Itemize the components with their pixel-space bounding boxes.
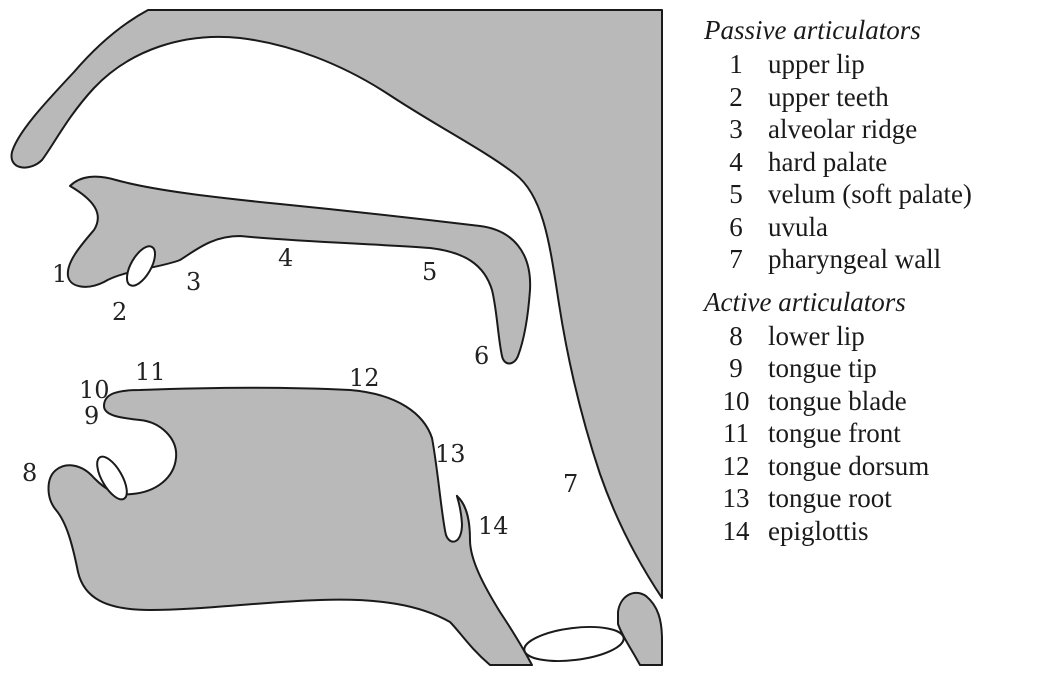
label-10: 10 — [79, 376, 110, 404]
passive-articulators-list: 1 upper lip 2 upper teeth 3 alveolar rid… — [704, 48, 1034, 276]
label-1: 1 — [52, 260, 67, 288]
legend-item-tongue-tip: 9 tongue tip — [704, 352, 1034, 385]
legend-text: velum (soft palate) — [768, 178, 972, 211]
legend-text: alveolar ridge — [768, 113, 917, 146]
label-12: 12 — [349, 364, 380, 392]
legend-text: lower lip — [768, 320, 865, 353]
legend-text: pharyngeal wall — [768, 243, 941, 276]
legend-number: 2 — [704, 81, 768, 114]
legend-item-tongue-root: 13 tongue root — [704, 482, 1034, 515]
legend-item-upper-lip: 1 upper lip — [704, 48, 1034, 81]
legend-text: tongue root — [768, 482, 892, 515]
legend-number: 4 — [704, 146, 768, 179]
active-articulators-heading: Active articulators — [704, 284, 1034, 320]
legend-text: tongue tip — [768, 352, 877, 385]
legend-item-tongue-front: 11 tongue front — [704, 417, 1034, 450]
legend-number: 14 — [704, 515, 768, 548]
articulator-legend: Passive articulators 1 upper lip 2 upper… — [704, 12, 1034, 555]
legend-item-alveolar-ridge: 3 alveolar ridge — [704, 113, 1034, 146]
label-2: 2 — [112, 298, 127, 326]
legend-number: 9 — [704, 352, 768, 385]
legend-text: uvula — [768, 211, 828, 244]
label-6: 6 — [474, 342, 489, 370]
legend-number: 1 — [704, 48, 768, 81]
legend-number: 10 — [704, 385, 768, 418]
legend-number: 7 — [704, 243, 768, 276]
legend-item-pharyngeal-wall: 7 pharyngeal wall — [704, 243, 1034, 276]
label-11: 11 — [135, 358, 166, 386]
label-9: 9 — [84, 402, 99, 430]
legend-item-velum: 5 velum (soft palate) — [704, 178, 1034, 211]
passive-articulators-heading: Passive articulators — [704, 12, 1034, 48]
legend-item-tongue-blade: 10 tongue blade — [704, 385, 1034, 418]
legend-text: tongue front — [768, 417, 901, 450]
tongue-and-lower-jaw-shape — [49, 388, 533, 665]
legend-number: 11 — [704, 417, 768, 450]
legend-number: 5 — [704, 178, 768, 211]
legend-text: epiglottis — [768, 515, 869, 548]
larynx-shape — [618, 593, 662, 665]
legend-text: hard palate — [768, 146, 887, 179]
legend-item-epiglottis: 14 epiglottis — [704, 515, 1034, 548]
label-4: 4 — [278, 244, 293, 272]
active-articulators-list: 8 lower lip 9 tongue tip 10 tongue blade… — [704, 320, 1034, 548]
legend-number: 13 — [704, 482, 768, 515]
legend-text: upper teeth — [768, 81, 889, 114]
label-7: 7 — [563, 470, 578, 498]
label-14: 14 — [478, 512, 509, 540]
legend-text: tongue dorsum — [768, 450, 929, 483]
label-5: 5 — [422, 258, 437, 286]
legend-text: upper lip — [768, 48, 865, 81]
legend-number: 8 — [704, 320, 768, 353]
label-8: 8 — [22, 459, 37, 487]
legend-item-hard-palate: 4 hard palate — [704, 146, 1034, 179]
legend-number: 3 — [704, 113, 768, 146]
legend-text: tongue blade — [768, 385, 907, 418]
legend-number: 6 — [704, 211, 768, 244]
vocal-fold-shape — [522, 622, 625, 666]
label-3: 3 — [186, 268, 201, 296]
label-13: 13 — [435, 440, 466, 468]
legend-item-uvula: 6 uvula — [704, 211, 1034, 244]
legend-item-tongue-dorsum: 12 tongue dorsum — [704, 450, 1034, 483]
legend-item-upper-teeth: 2 upper teeth — [704, 81, 1034, 114]
legend-item-lower-lip: 8 lower lip — [704, 320, 1034, 353]
legend-number: 12 — [704, 450, 768, 483]
